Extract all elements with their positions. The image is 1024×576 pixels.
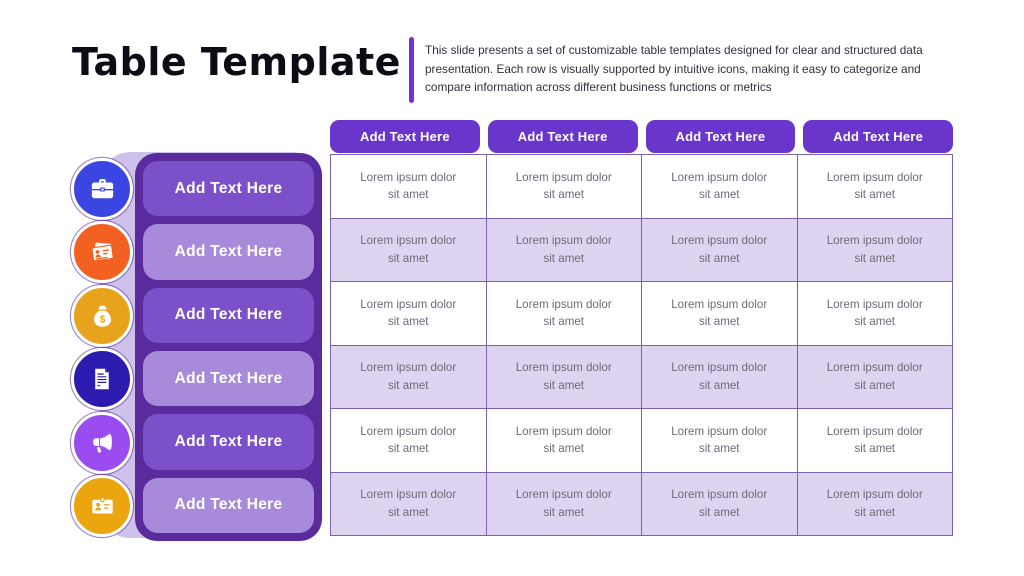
table-row: Lorem ipsum dolor sit amet Lorem ipsum d… xyxy=(331,281,952,345)
table-row: Lorem ipsum dolor sit amet Lorem ipsum d… xyxy=(331,155,952,218)
sidebar-item-label: Add Text Here xyxy=(174,242,283,260)
table-cell: Lorem ipsum dolor sit amet xyxy=(796,345,953,408)
table-row: Lorem ipsum dolor sit amet Lorem ipsum d… xyxy=(331,217,953,281)
invoice-icon xyxy=(95,368,109,390)
table: Add Text Here Add Text Here Add Text Her… xyxy=(330,120,953,536)
id-badge-icon xyxy=(91,496,113,514)
table-cell: Lorem ipsum dolor sit amet xyxy=(360,234,457,265)
briefcase-icon-badge xyxy=(71,158,133,220)
table-cell: Lorem ipsum dolor sit amet xyxy=(360,297,457,329)
table-cell: Lorem ipsum dolor sit amet xyxy=(485,155,642,218)
table-cell: Lorem ipsum dolor sit amet xyxy=(641,472,797,535)
briefcase-icon xyxy=(91,178,113,198)
sidebar-item-label: Add Text Here xyxy=(174,369,283,387)
accent-bar xyxy=(409,37,414,103)
table-cell: Lorem ipsum dolor sit amet xyxy=(485,282,642,345)
table-cell: Lorem ipsum dolor sit amet xyxy=(485,409,642,472)
header-cell[interactable]: Add Text Here xyxy=(487,120,638,153)
sidebar-item-label: Add Text Here xyxy=(174,432,283,450)
table-cell: Lorem ipsum dolor sit amet xyxy=(360,170,457,202)
sidebar-item[interactable]: Add Text Here xyxy=(143,414,314,470)
sidebar-item-label: Add Text Here xyxy=(174,179,283,197)
slide-description: This slide presents a set of customizabl… xyxy=(425,43,923,95)
table-cell: Lorem ipsum dolor sit amet xyxy=(360,361,457,392)
sidebar-frame: Add Text Here Add Text Here Add Text Her… xyxy=(135,153,322,541)
sidebar-item[interactable]: Add Text Here xyxy=(143,287,314,343)
table-body: Lorem ipsum dolor sit amet Lorem ipsum d… xyxy=(330,154,953,536)
table-cell: Lorem ipsum dolor sit amet xyxy=(485,218,642,281)
table-cell: Lorem ipsum dolor sit amet xyxy=(641,218,797,281)
table-cell: Lorem ipsum dolor sit amet xyxy=(796,409,953,472)
sidebar-item-label: Add Text Here xyxy=(174,306,283,324)
sidebar-item[interactable]: Add Text Here xyxy=(143,161,314,217)
id-badge-icon-badge xyxy=(71,475,133,537)
header-cell[interactable]: Add Text Here xyxy=(645,120,796,153)
sidebar-item[interactable]: Add Text Here xyxy=(143,350,314,407)
table-row: Lorem ipsum dolor sit amet Lorem ipsum d… xyxy=(331,344,953,408)
svg-text:$: $ xyxy=(99,314,105,325)
table-row: Lorem ipsum dolor sit amet Lorem ipsum d… xyxy=(331,471,953,535)
table-header-row: Add Text Here Add Text Here Add Text Her… xyxy=(330,120,953,153)
table-cell: Lorem ipsum dolor sit amet xyxy=(360,424,457,456)
table-cell: Lorem ipsum dolor sit amet xyxy=(485,472,642,535)
invoice-icon-badge xyxy=(71,348,133,410)
table-cell: Lorem ipsum dolor sit amet xyxy=(641,155,797,218)
table-cell: Lorem ipsum dolor sit amet xyxy=(796,472,953,535)
sidebar-item[interactable]: Add Text Here xyxy=(143,224,314,280)
table-cell: Lorem ipsum dolor sit amet xyxy=(796,218,953,281)
table-cell: Lorem ipsum dolor sit amet xyxy=(641,409,797,472)
table-cell: Lorem ipsum dolor sit amet xyxy=(641,282,797,345)
megaphone-icon-badge xyxy=(71,412,133,474)
id-card-icon-badge xyxy=(71,221,133,283)
page-title: Table Template xyxy=(72,40,401,84)
table-cell: Lorem ipsum dolor sit amet xyxy=(796,155,953,218)
megaphone-icon xyxy=(93,434,112,453)
header-cell[interactable]: Add Text Here xyxy=(330,120,480,153)
table-cell: Lorem ipsum dolor sit amet xyxy=(485,345,642,408)
table-row: Lorem ipsum dolor sit amet Lorem ipsum d… xyxy=(331,408,952,472)
table-cell: Lorem ipsum dolor sit amet xyxy=(360,488,457,519)
money-bag-icon: $ xyxy=(93,305,111,327)
table-cell: Lorem ipsum dolor sit amet xyxy=(641,345,797,408)
header-cell[interactable]: Add Text Here xyxy=(803,120,953,153)
id-card-icon xyxy=(91,242,114,261)
sidebar-item-label: Add Text Here xyxy=(174,496,283,514)
table-cell: Lorem ipsum dolor sit amet xyxy=(796,282,953,345)
sidebar-item[interactable]: Add Text Here xyxy=(143,477,314,533)
money-bag-icon-badge: $ xyxy=(71,285,133,347)
